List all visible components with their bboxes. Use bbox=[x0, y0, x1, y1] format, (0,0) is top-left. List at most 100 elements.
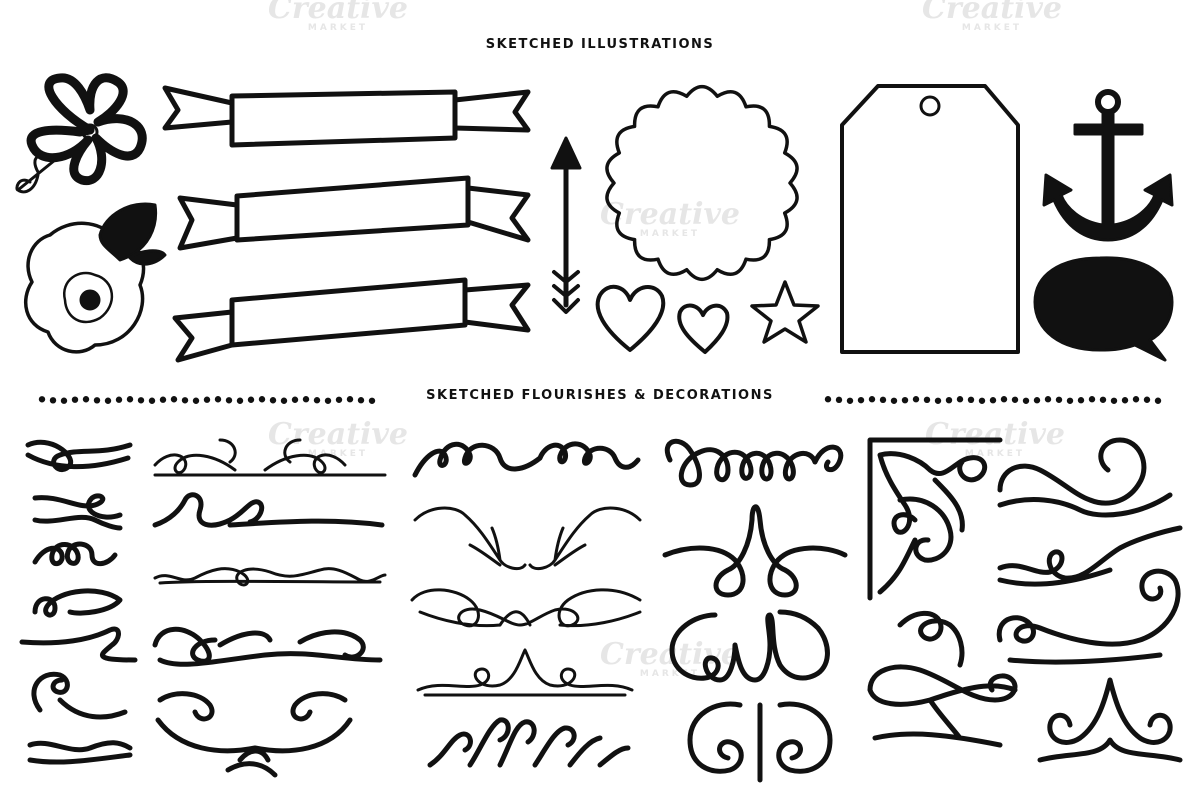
divider-dot bbox=[159, 396, 167, 403]
flourish-icon bbox=[997, 525, 1183, 587]
flourish-icon bbox=[427, 717, 631, 768]
divider-dot bbox=[214, 396, 222, 403]
divider-dot bbox=[291, 396, 299, 403]
flower-icon bbox=[15, 73, 147, 194]
divider-dot bbox=[1000, 396, 1008, 403]
divider-dot bbox=[835, 396, 843, 404]
flourish-icon bbox=[152, 626, 383, 667]
divider-dot bbox=[93, 397, 101, 404]
divider-dot bbox=[269, 397, 277, 404]
divider-dot bbox=[38, 396, 46, 403]
anchor-icon bbox=[1042, 89, 1174, 242]
divider-dot bbox=[901, 396, 909, 404]
divider-dot bbox=[1044, 396, 1052, 403]
heart-icon bbox=[595, 284, 666, 352]
divider-dot bbox=[1143, 396, 1151, 403]
divider-dot bbox=[945, 396, 953, 404]
flourish-icon bbox=[687, 701, 833, 783]
arrow-icon bbox=[550, 136, 582, 314]
divider-dot bbox=[236, 397, 244, 404]
divider-dot bbox=[115, 396, 123, 403]
corner-flourish-icon bbox=[867, 437, 1003, 601]
divider-dot bbox=[1011, 396, 1019, 403]
ribbon-banner-icon bbox=[172, 277, 531, 363]
flourish-icon bbox=[153, 438, 387, 477]
divider-dot bbox=[148, 397, 156, 404]
divider-dot bbox=[181, 397, 189, 404]
flourish-icon bbox=[413, 506, 642, 571]
flourish-icon bbox=[32, 493, 123, 531]
flourish-icon bbox=[31, 671, 128, 720]
flourish-icon bbox=[1037, 677, 1183, 763]
divider-dot bbox=[1055, 396, 1063, 403]
divider-dot bbox=[324, 397, 332, 404]
divider-dot bbox=[258, 396, 266, 403]
divider-dot bbox=[126, 396, 134, 403]
divider-dot bbox=[956, 396, 964, 403]
divider-dot bbox=[280, 397, 288, 404]
divider-dot bbox=[1121, 397, 1129, 404]
divider-dot bbox=[170, 396, 178, 403]
flourish-icon bbox=[155, 691, 353, 778]
divider-dot bbox=[879, 396, 887, 404]
rose-icon bbox=[23, 202, 167, 354]
divider-dot bbox=[71, 396, 79, 403]
flourish-icon bbox=[669, 609, 830, 683]
divider-dot bbox=[1132, 396, 1140, 403]
flourish-icon bbox=[32, 588, 123, 618]
divider-dot bbox=[302, 396, 310, 403]
divider-dot bbox=[967, 396, 975, 404]
divider-dot bbox=[346, 396, 354, 403]
flourish-icon bbox=[32, 541, 118, 567]
ribbon-banner-icon bbox=[162, 85, 531, 148]
divider-dot bbox=[934, 397, 942, 404]
flourish-icon bbox=[665, 438, 844, 488]
divider-dot bbox=[203, 396, 211, 403]
divider-dot bbox=[357, 397, 365, 404]
divider-dot bbox=[49, 397, 57, 404]
dotted-divider bbox=[38, 396, 376, 404]
divider-dot bbox=[1088, 396, 1096, 403]
dotted-divider bbox=[824, 396, 1162, 404]
divider-dot bbox=[857, 396, 865, 404]
divider-dot bbox=[368, 397, 376, 404]
divider-dot bbox=[846, 397, 854, 404]
divider-dot bbox=[60, 397, 68, 404]
flourish-icon bbox=[410, 588, 642, 628]
flourish-icon bbox=[416, 648, 634, 697]
divider-dot bbox=[1154, 397, 1162, 404]
section-title-illustrations: SKETCHED ILLUSTRATIONS bbox=[485, 37, 715, 52]
divider-dot bbox=[247, 396, 255, 403]
flourish-icon bbox=[19, 626, 138, 663]
divider-dot bbox=[912, 396, 920, 403]
flourish-icon bbox=[662, 504, 848, 598]
flourish-icon bbox=[996, 568, 1181, 665]
speech-bubble-icon bbox=[1033, 256, 1174, 362]
flourish-icon bbox=[25, 439, 133, 473]
section-title-flourishes: SKETCHED FLOURISHES & DECORATIONS bbox=[426, 388, 774, 403]
scalloped-frame-icon bbox=[605, 84, 799, 282]
ribbon-banner-icon bbox=[177, 175, 531, 251]
divider-dot bbox=[313, 397, 321, 404]
divider-dot bbox=[868, 396, 876, 403]
divider-dot bbox=[82, 396, 90, 403]
divider-dot bbox=[1077, 397, 1085, 404]
divider-dot bbox=[989, 397, 997, 404]
divider-dot bbox=[1110, 397, 1118, 404]
divider-dot bbox=[104, 397, 112, 404]
flourish-icon bbox=[27, 740, 133, 765]
divider-dot bbox=[225, 397, 233, 404]
flourish-icon bbox=[153, 567, 387, 587]
divider-dot bbox=[824, 396, 832, 403]
divider-dot bbox=[137, 397, 145, 404]
divider-dot bbox=[923, 396, 931, 404]
flourish-icon bbox=[412, 441, 641, 478]
gift-tag-icon bbox=[840, 84, 1020, 354]
divider-dot bbox=[1099, 396, 1107, 403]
divider-dot bbox=[335, 396, 343, 403]
